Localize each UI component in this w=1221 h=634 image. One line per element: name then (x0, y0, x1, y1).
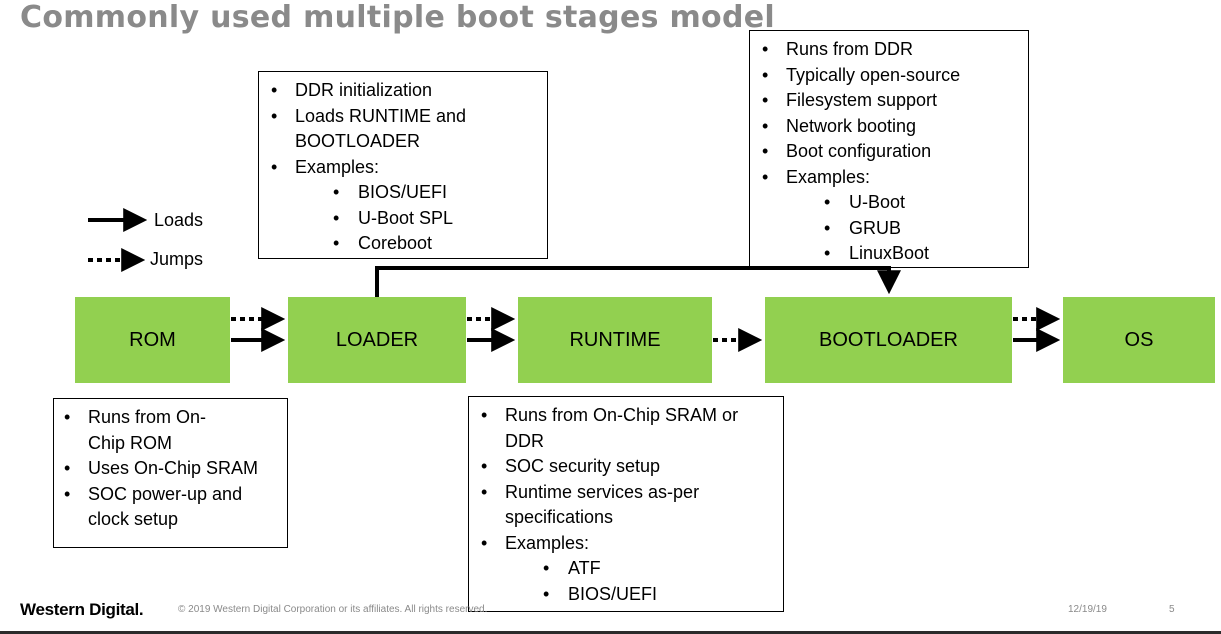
rom-notes: Runs from On-Chip ROM Uses On-Chip SRAM … (53, 398, 288, 548)
runtime-examples-label: Examples: (505, 532, 590, 553)
loader-example-item: BIOS/UEFI (265, 180, 539, 206)
runtime-note-item: Examples: ATF BIOS/UEFI (475, 531, 775, 608)
loader-notes: DDR initialization Loads RUNTIME and BOO… (258, 71, 548, 259)
loader-example-item: U-Boot SPL (265, 206, 539, 232)
footer-divider (0, 631, 1221, 634)
stage-loader: LOADER (288, 297, 466, 383)
stage-runtime: RUNTIME (518, 297, 712, 383)
company-logo: Western Digital. (20, 600, 144, 619)
rom-note-item: SOC power-up and clock setup (58, 482, 279, 533)
bootloader-note-item: Filesystem support (756, 88, 1020, 114)
loader-examples-label: Examples: (295, 156, 380, 177)
runtime-note-item: Runs from On-Chip SRAM or DDR (475, 403, 775, 454)
stage-os: OS (1063, 297, 1215, 383)
stage-os-label: OS (1124, 328, 1154, 351)
stage-runtime-label: RUNTIME (569, 328, 661, 351)
bootloader-notes: Runs from DDR Typically open-source File… (749, 30, 1029, 268)
runtime-example-item: BIOS/UEFI (475, 582, 775, 608)
slide-title: Commonly used multiple boot stages model (20, 0, 775, 35)
copyright-text: © 2019 Western Digital Corporation or it… (178, 604, 488, 615)
stage-bootloader-label: BOOTLOADER (819, 328, 958, 351)
bootloader-example-item: LinuxBoot (756, 241, 1020, 267)
bootloader-example-item: GRUB (756, 216, 1020, 242)
loader-note-item: Loads RUNTIME and BOOTLOADER (265, 104, 539, 155)
loader-example-item: Coreboot (265, 231, 539, 257)
bootloader-note-item: Runs from DDR (756, 37, 1020, 63)
page-number: 5 (1169, 604, 1175, 615)
legend-jumps-label: Jumps (150, 249, 204, 269)
rom-note-item: Uses On-Chip SRAM (58, 456, 279, 482)
stage-bootloader: BOOTLOADER (765, 297, 1012, 383)
runtime-note-item: SOC security setup (475, 454, 775, 480)
bootloader-note-item: Network booting (756, 114, 1020, 140)
bootloader-note-item: Boot configuration (756, 139, 1020, 165)
stage-rom-label: ROM (129, 328, 176, 351)
bootloader-examples-label: Examples: (786, 166, 871, 187)
loader-note-item: Examples: BIOS/UEFI U-Boot SPL Coreboot (265, 155, 539, 257)
stage-loader-label: LOADER (335, 328, 419, 351)
runtime-note-item: Runtime services as-per specifications (475, 480, 775, 531)
legend-loads-label: Loads (154, 210, 204, 230)
slide-date: 12/19/19 (1068, 604, 1107, 615)
runtime-example-item: ATF (475, 556, 775, 582)
loader-note-item: DDR initialization (265, 78, 539, 104)
bootloader-example-item: U-Boot (756, 190, 1020, 216)
runtime-notes: Runs from On-Chip SRAM or DDR SOC securi… (468, 396, 784, 612)
bootloader-note-item: Examples: U-Boot GRUB LinuxBoot (756, 165, 1020, 267)
loader-to-bootloader-load-arrow (375, 266, 901, 297)
rom-note-item: Runs from On-Chip ROM (58, 405, 279, 456)
stage-rom: ROM (75, 297, 230, 383)
bootloader-note-item: Typically open-source (756, 63, 1020, 89)
